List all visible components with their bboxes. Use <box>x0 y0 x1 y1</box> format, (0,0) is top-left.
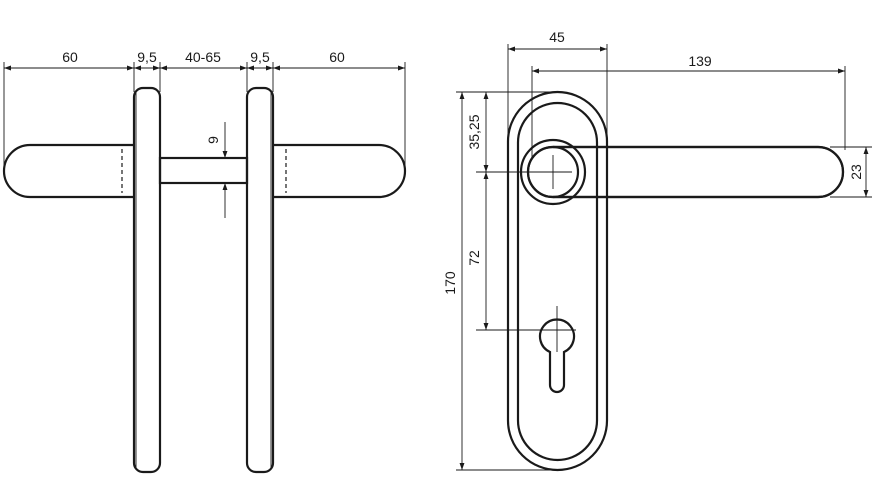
dim-lever-diameter: 23 <box>848 164 864 180</box>
dim-plate-right-thickness: 9,5 <box>250 49 270 65</box>
left-plate <box>132 86 162 474</box>
dim-plate-height: 170 <box>442 271 458 295</box>
lever-arm-front <box>553 145 845 199</box>
dim-door-thickness: 40-65 <box>185 49 221 65</box>
right-plate <box>245 86 275 474</box>
dim-spindle-square: 9 <box>205 136 221 144</box>
dim-plate-left-thickness: 9,5 <box>137 49 157 65</box>
dim-lever-right-length: 60 <box>329 49 345 65</box>
dim-lever-projection: 139 <box>688 53 712 69</box>
right-lever <box>273 143 407 199</box>
front-plate-outer <box>506 90 609 472</box>
left-lever <box>2 143 134 199</box>
side-view: 60 9,5 40-65 9,5 60 9 <box>2 49 407 474</box>
dim-lever-to-cylinder: 72 <box>466 250 482 266</box>
side-extension-lines <box>3 62 406 184</box>
front-view: 45 139 35,25 23 72 170 <box>442 29 872 472</box>
spindle <box>158 156 249 185</box>
dim-lever-to-top: 35,25 <box>466 114 482 149</box>
front-extension-lines <box>456 44 872 471</box>
front-plate-inner <box>516 101 599 462</box>
dim-plate-width: 45 <box>549 29 565 45</box>
cylinder-keyhole <box>538 318 576 394</box>
front-dimension-lines <box>459 46 869 470</box>
side-dimension-lines <box>4 65 405 218</box>
dim-lever-left-length: 60 <box>62 49 78 65</box>
